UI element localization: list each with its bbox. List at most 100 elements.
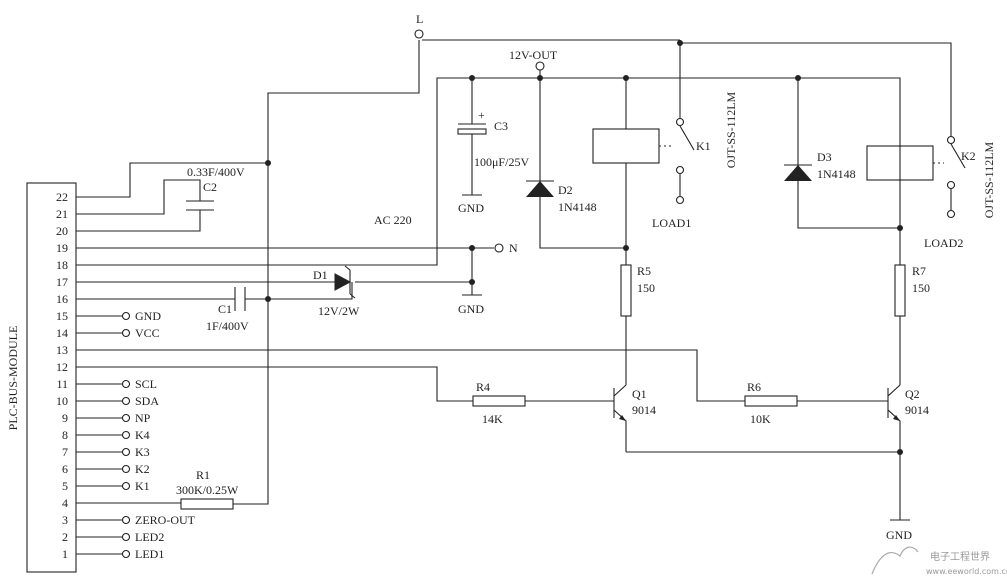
pin-8: 8 [62,428,68,442]
pin-7: 7 [62,445,68,459]
pin-18: 18 [56,258,68,272]
junction [623,245,629,251]
q1-value: 9014 [632,403,656,417]
label-k4: K4 [135,428,150,442]
diode-d3 [784,78,900,229]
pin-3: 3 [62,513,68,527]
module-block [26,182,77,573]
net-label-12v-out: 12V-OUT [509,48,558,62]
r1-ref: R1 [196,468,210,482]
k2-ref: K2 [961,149,976,163]
r1-value: 300K/0.25W [176,483,239,497]
r4-wire [76,366,473,402]
label-k3: K3 [135,445,150,459]
pin-4: 4 [62,496,68,510]
zener-diode-d1 [334,265,356,299]
terminal-12v-out [535,61,545,71]
transistor-q2 [887,384,901,452]
label-led2: LED2 [135,530,164,544]
load1-label: LOAD1 [652,216,691,230]
q1-ref: Q1 [632,387,647,401]
d3-ref: D3 [817,150,832,164]
label-vcc: VCC [135,326,160,340]
capacitor-c2 [186,197,214,214]
watermark: 电子工程世界 www.eeworld.com.cn [871,546,1007,576]
relay-k2 [680,42,966,219]
label-sda: SDA [135,394,159,408]
c1-ref: C1 [218,302,232,316]
resistor-r5 [620,264,632,317]
pin-9: 9 [62,411,68,425]
d2-ref: D2 [558,183,573,197]
label-k1: K1 [135,479,150,493]
c3-plus: + [478,108,485,122]
junction [265,160,271,166]
terminal-l [414,29,424,39]
capacitor-c1 [234,287,246,311]
r5-value: 150 [637,281,655,295]
module-name: PLC-BUS-MODULE [6,326,20,431]
relay-k1 [592,40,695,265]
transistor-q1 [613,384,627,452]
pin-17: 17 [56,275,68,289]
pin-19: 19 [56,241,68,255]
resistor-r1 [180,498,234,510]
pin-stubs [76,315,122,555]
r5-ref: R5 [637,264,651,278]
q2-value: 9014 [905,403,929,417]
k1-ref: K1 [696,139,711,153]
r6-wire [76,349,745,402]
c1-value: 1F/400V [206,319,249,333]
pin-22: 22 [56,190,68,204]
net-label-l: L [416,12,423,26]
resistor-r6 [744,395,798,407]
gnd-label-q: GND [886,528,912,542]
n-line-wires [76,77,901,300]
net-label-ac: AC 220 [374,213,412,227]
r4-value: 14K [482,412,503,426]
label-zero-out: ZERO-OUT [135,513,196,527]
c3-ref: C3 [494,119,508,133]
q2-ref: Q2 [905,387,920,401]
label-led1: LED1 [135,547,164,561]
pin-12: 12 [56,360,68,374]
pin-terminals [121,311,131,559]
pin-5: 5 [62,479,68,493]
d3-value: 1N4148 [817,167,856,181]
c3-value: 100μF/25V [474,155,529,169]
l-line-wires [76,39,680,505]
diode-d2 [526,78,626,249]
label-k2: K2 [135,462,150,476]
pin-14: 14 [56,326,68,340]
r4-ref: R4 [476,380,490,394]
pin-16: 16 [56,292,68,306]
k1-relay-model: OJT-SS-112LM [724,91,738,168]
resistor-r4 [472,395,526,407]
terminal-n [494,243,504,253]
pin-15: 15 [56,309,68,323]
resistor-r7 [894,264,906,317]
junction [265,296,271,302]
c2-value: 0.33F/400V [187,165,245,179]
junction [469,245,475,251]
net-label-n: N [509,241,518,255]
capacitor-c3 [457,78,487,196]
pin-1: 1 [62,547,68,561]
gnd-label-c3: GND [458,201,484,215]
pin-10: 10 [56,394,68,408]
k2-relay-model: OJT-SS-112LM [982,141,996,218]
d1-ref: D1 [313,268,328,282]
pin-11: 11 [56,377,68,391]
pin-21: 21 [56,207,68,221]
label-gnd: GND [135,309,161,323]
label-scl: SCL [135,377,157,391]
r6-value: 10K [750,412,771,426]
pin-20: 20 [56,224,68,238]
pin-2: 2 [62,530,68,544]
junction [897,449,903,455]
load2-label: LOAD2 [924,236,963,250]
label-np: NP [135,411,151,425]
r7-value: 150 [912,281,930,295]
junction [469,279,475,285]
